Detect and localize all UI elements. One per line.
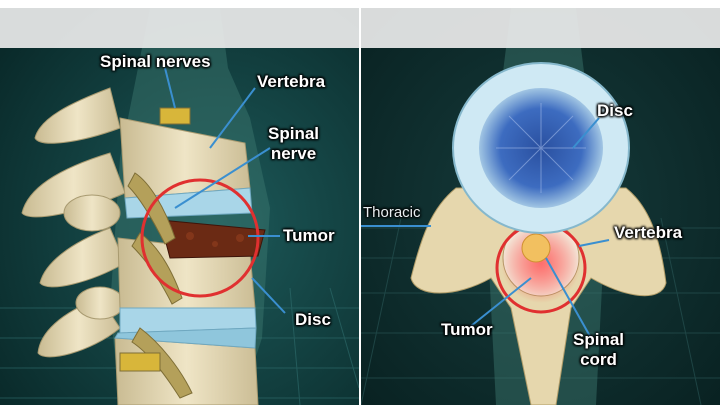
label-spinal-nerves: Spinal nerves	[100, 52, 211, 72]
label-spinal-cord: Spinal cord	[573, 330, 624, 370]
disc-texture	[496, 103, 586, 193]
label-vertebra-right: Vertebra	[614, 223, 682, 243]
left-panel-side-view: Spinal nerves Vertebra Spinal nerve Tumo…	[0, 8, 359, 405]
label-vertebra-left: Vertebra	[257, 72, 325, 92]
label-disc-left: Disc	[295, 310, 331, 330]
label-disc-right: Disc	[597, 101, 633, 121]
label-tumor-left: Tumor	[283, 226, 335, 246]
panel-divider	[359, 8, 361, 405]
label-spinal-nerve: Spinal nerve	[268, 124, 319, 164]
label-tumor-right: Tumor	[441, 320, 493, 340]
right-panel-top-view: Disc Thoracic Vertebra Tumor Spinal cord	[361, 8, 720, 405]
label-thoracic: Thoracic	[363, 203, 421, 223]
spinal-cord	[522, 234, 550, 262]
